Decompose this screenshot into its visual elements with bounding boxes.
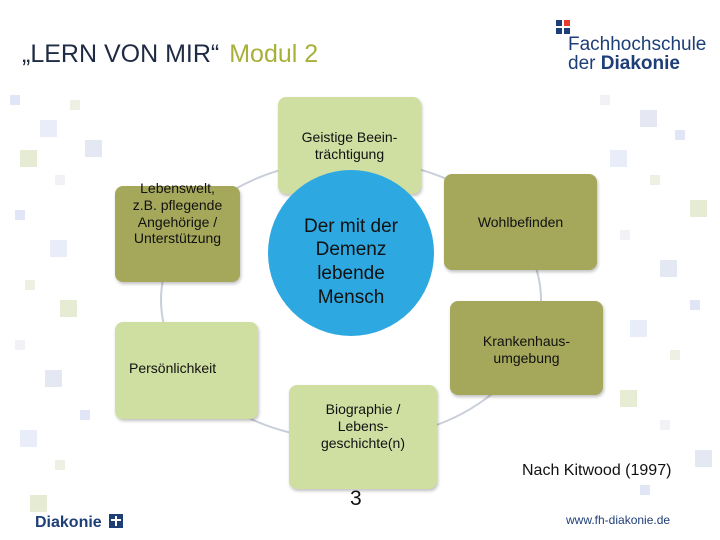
decor-square [670, 350, 680, 360]
node-biographie: Biographie /Lebens-geschichte(n) [289, 385, 437, 489]
node-text-line: Lebens- [337, 417, 389, 434]
node-text-line: umgebung [493, 349, 560, 366]
decor-square [650, 175, 660, 185]
decor-square [80, 410, 90, 420]
decor-square [15, 340, 25, 350]
logo-line2: der Diakonie [568, 53, 680, 75]
decor-square [15, 210, 25, 220]
node-text-line: Biographie / [325, 401, 401, 417]
logo-line2-bold: Diakonie [600, 53, 680, 74]
node-krankenhausumgebung: Krankenhaus-umgebung [450, 301, 603, 395]
logo-line1: Fachhochschule [568, 34, 707, 55]
decor-square [40, 120, 57, 137]
decor-square [690, 300, 700, 310]
footer-url: www.fh-diakonie.de [566, 513, 671, 527]
diakonie-footer-logo: Diakonie [35, 514, 124, 532]
decor-square [30, 495, 47, 512]
decor-square [690, 200, 707, 217]
decor-square [45, 370, 62, 387]
node-text: Persönlichkeit [129, 360, 217, 377]
decor-square [610, 150, 627, 167]
decor-square [600, 95, 610, 105]
decor-square [660, 420, 670, 430]
center-text-line: Mensch [317, 286, 385, 308]
decor-square [60, 300, 77, 317]
decor-square [620, 230, 630, 240]
decor-square [50, 240, 67, 257]
slide-title: „LERN VON MIR“ Modul 2 [22, 40, 318, 69]
decor-square [55, 175, 65, 185]
node-text-line: Geistige Beein- [301, 128, 398, 145]
center-text-line: Der mit der [304, 215, 398, 237]
decor-square [20, 430, 37, 447]
decor-square [630, 320, 647, 337]
decor-square [25, 280, 35, 290]
node-text-line: geschichte(n) [320, 434, 406, 451]
node-wohlbefinden: Wohlbefinden [444, 174, 597, 270]
decor-square [620, 390, 637, 407]
diakonie-cross-icon [109, 514, 124, 528]
decor-square [70, 100, 80, 110]
decor-square [660, 260, 677, 277]
node-text-line: trächtigung [314, 145, 385, 162]
center-text-line: lebende [317, 263, 385, 284]
decor-square [55, 460, 65, 470]
decor-square [640, 110, 657, 127]
decor-square [695, 450, 712, 467]
center-text-line: Demenz [315, 239, 387, 261]
decor-square [85, 140, 102, 157]
node-text-line: Unterstützung [133, 230, 222, 247]
decor-square [20, 150, 37, 167]
diakonie-logo-text: Diakonie [35, 514, 102, 531]
node-persoenlichkeit: Persönlichkeit [115, 322, 258, 419]
decor-square [640, 485, 650, 495]
title-main: „LERN VON MIR“ [22, 40, 220, 68]
node-text-line: Krankenhaus- [482, 333, 571, 349]
node-text-line: Lebenswelt, [140, 180, 215, 196]
decor-square [10, 95, 20, 105]
fh-logo-mark-icon [556, 20, 570, 34]
page-number: 3 [350, 487, 362, 510]
title-module: Modul 2 [229, 40, 319, 68]
node-text-line: z.B. pflegende [132, 196, 223, 213]
node-text-line: Angehörige / [137, 213, 218, 230]
node-text: Wohlbefinden [477, 213, 564, 230]
logo-line2-prefix: der [568, 53, 601, 74]
decor-square [675, 130, 685, 140]
citation: Nach Kitwood (1997) [522, 462, 672, 479]
